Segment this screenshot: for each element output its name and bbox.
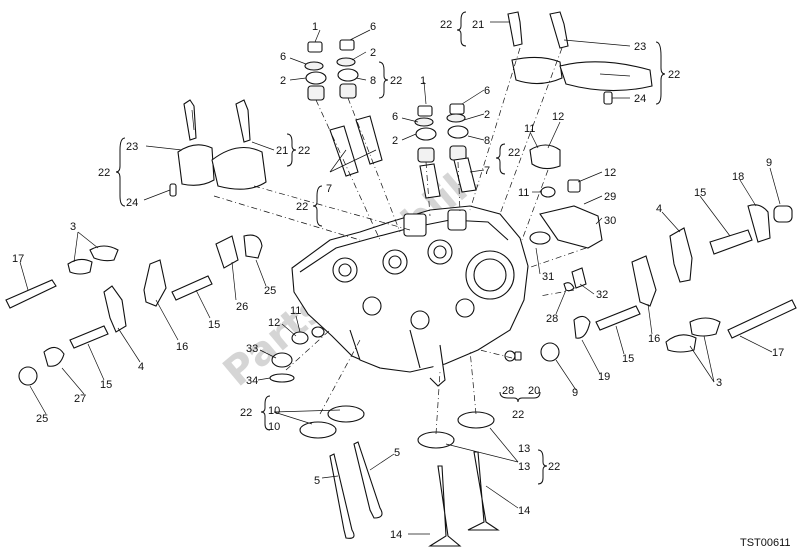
callout-label: 8 xyxy=(370,75,376,87)
callout-label: 7 xyxy=(326,183,332,195)
callout-label: 6 xyxy=(370,21,376,33)
callout-label: 7 xyxy=(484,165,490,177)
callout-label: 21 xyxy=(276,145,288,157)
rocker-assembly-left xyxy=(5,234,263,386)
callout-label: 4 xyxy=(656,203,662,215)
callout-label: 22 xyxy=(440,19,452,31)
callout-label: 17 xyxy=(772,347,784,359)
callout-label: 11 xyxy=(518,187,529,199)
callout-label: 2 xyxy=(484,109,490,121)
callout-label: 10 xyxy=(268,405,280,417)
camshaft-cap-right xyxy=(507,11,653,105)
callout-label: 2 xyxy=(370,47,376,59)
callout-label: 22 xyxy=(548,461,560,473)
callout-label: 24 xyxy=(126,197,138,209)
callout-label: 27 xyxy=(74,393,86,405)
alignment-lines xyxy=(213,47,587,435)
valves-bottom xyxy=(299,405,500,547)
group-brackets xyxy=(115,11,666,485)
callout-label: 12 xyxy=(604,167,616,179)
camshaft-cap-left xyxy=(169,99,267,197)
callout-label: 1 xyxy=(420,75,426,87)
callout-label: 23 xyxy=(634,41,646,53)
callout-label: 30 xyxy=(604,215,616,227)
callout-label: 22 xyxy=(298,145,310,157)
callout-label: 14 xyxy=(390,529,402,541)
callout-label: 28 xyxy=(502,385,514,397)
callout-label: 15 xyxy=(622,353,634,365)
callout-label: 3 xyxy=(716,377,722,389)
callout-label: 22 xyxy=(296,201,308,213)
callout-label: 12 xyxy=(268,317,280,329)
callout-label: 34 xyxy=(246,375,258,387)
callout-label: 22 xyxy=(668,69,680,81)
callout-label: 32 xyxy=(596,289,608,301)
callout-label: 2 xyxy=(280,75,286,87)
callout-label: 15 xyxy=(694,187,706,199)
callout-label: 29 xyxy=(604,191,616,203)
callout-label: 23 xyxy=(126,141,138,153)
callout-label: 28 xyxy=(546,313,558,325)
callout-label: 10 xyxy=(268,421,280,433)
callout-label: 2 xyxy=(392,135,398,147)
callout-labels: 1 6 6 2 2 8 22 21 22 23 22 24 1 6 6 2 2 … xyxy=(12,19,784,541)
callout-label: 3 xyxy=(70,221,76,233)
callout-label: 26 xyxy=(236,301,248,313)
callout-label: 21 xyxy=(472,19,484,31)
callout-label: 16 xyxy=(176,341,188,353)
callout-label: 13 xyxy=(518,461,530,473)
callout-label: 25 xyxy=(264,285,276,297)
callout-label: 6 xyxy=(484,85,490,97)
valve-keeper-stack-right xyxy=(414,103,477,199)
fasteners-center xyxy=(269,326,522,383)
callout-label: 9 xyxy=(766,157,772,169)
rocker-assembly-right xyxy=(529,144,797,362)
callout-label: 18 xyxy=(732,171,744,183)
callout-label: 8 xyxy=(484,135,490,147)
callout-label: 11 xyxy=(290,305,301,317)
callout-label: 25 xyxy=(36,413,48,425)
callout-label: 15 xyxy=(208,319,220,331)
callout-label: 9 xyxy=(572,387,578,399)
callout-label: 31 xyxy=(542,271,554,283)
callout-label: 15 xyxy=(100,379,112,391)
callout-label: 6 xyxy=(392,111,398,123)
callout-label: 12 xyxy=(552,111,564,123)
callout-label: 4 xyxy=(138,361,144,373)
callout-label: 16 xyxy=(648,333,660,345)
callout-label: 13 xyxy=(518,443,530,455)
callout-label: 22 xyxy=(98,167,110,179)
drawing-reference-code: TST00611 xyxy=(740,537,791,549)
cylinder-head xyxy=(291,205,529,387)
callout-label: 17 xyxy=(12,253,24,265)
callout-label: 5 xyxy=(394,447,400,459)
callout-label: 11 xyxy=(524,123,535,135)
callout-label: 6 xyxy=(280,51,286,63)
callout-label: 22 xyxy=(240,407,252,419)
callout-label: 1 xyxy=(312,21,318,33)
callout-label: 19 xyxy=(598,371,610,383)
callout-label: 33 xyxy=(246,343,258,355)
callout-label: 5 xyxy=(314,475,320,487)
callout-label: 24 xyxy=(634,93,646,105)
callout-label: 22 xyxy=(390,75,402,87)
callout-label: 14 xyxy=(518,505,530,517)
callout-label: 22 xyxy=(512,409,524,421)
leader-lines xyxy=(19,21,781,535)
callout-label: 20 xyxy=(528,385,540,397)
callout-label: 22 xyxy=(508,147,520,159)
